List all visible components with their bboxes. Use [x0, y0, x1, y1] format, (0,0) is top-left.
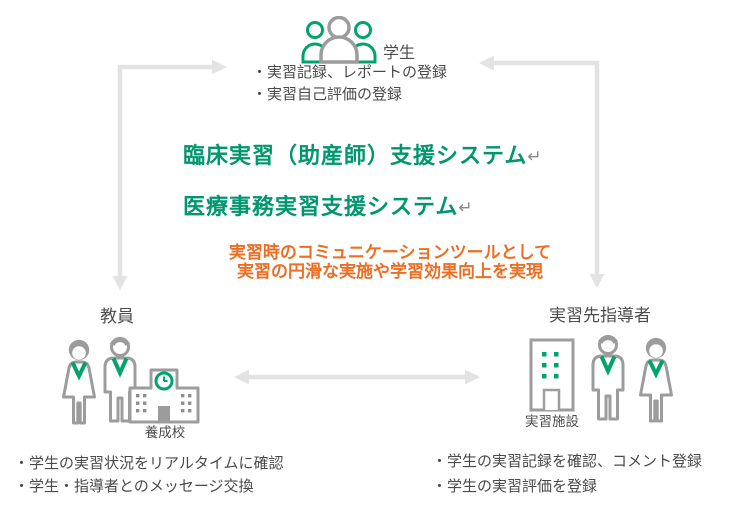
bullet-line: ・学生の実習状況をリアルタイムに確認 — [14, 455, 284, 472]
system-title-medical-office: 医療事務実習支援システム↵ — [183, 189, 473, 221]
school-label: 養成校 — [144, 425, 186, 440]
teachers-bullets: ・学生の実習状況をリアルタイムに確認 ・学生・指導者とのメッセージ交換 — [14, 452, 284, 498]
bullet-line: ・学生の実習評価を登録 — [432, 478, 598, 495]
instructors-label: 実習先指導者 — [549, 306, 651, 325]
student-teacher-elbow-arrow — [112, 59, 227, 290]
bullet-line: ・実習記録、レポートの登録 — [252, 64, 448, 81]
tagline: 実習時のコミュニケーションツールとして 実習の円滑な実施や学習効果向上を実現 — [190, 243, 590, 281]
system-title-text: 医療事務実習支援システム — [183, 194, 459, 219]
bullet-line: ・学生の実習記録を確認、コメント登録 — [432, 453, 703, 470]
instructors-bullets: ・学生の実習記録を確認、コメント登録 ・学生の実習評価を登録 — [432, 449, 702, 499]
students-bullets: ・実習記録、レポートの登録 ・実習自己評価の登録 — [252, 62, 447, 106]
tagline-line: 実習の円滑な実施や学習効果向上を実現 — [237, 262, 543, 281]
return-mark-icon: ↵ — [527, 147, 542, 166]
students-group-icon — [299, 15, 379, 64]
teachers-label: 教員 — [100, 307, 134, 326]
male-person-icon — [98, 336, 142, 424]
office-building-icon — [529, 338, 575, 412]
student-instructor-elbow-arrow — [479, 55, 605, 288]
students-label: 学生 — [383, 45, 416, 62]
male-person-icon — [586, 334, 630, 422]
school-building-icon — [128, 368, 200, 424]
bullet-line: ・学生・指導者とのメッセージ交換 — [14, 478, 254, 495]
teacher-instructor-double-arrow — [234, 369, 480, 385]
female-person-icon — [55, 339, 103, 425]
bullet-line: ・実習自己評価の登録 — [252, 86, 403, 103]
tagline-line: 実習時のコミュニケーションツールとして — [228, 243, 552, 262]
facility-label: 実習施設 — [525, 414, 579, 429]
female-person-icon — [632, 337, 680, 423]
system-title-midwifery: 臨床実習（助産師）支援システム↵ — [183, 138, 542, 170]
system-title-text: 臨床実習（助産師）支援システム — [183, 143, 528, 168]
return-mark-icon: ↵ — [458, 198, 473, 217]
